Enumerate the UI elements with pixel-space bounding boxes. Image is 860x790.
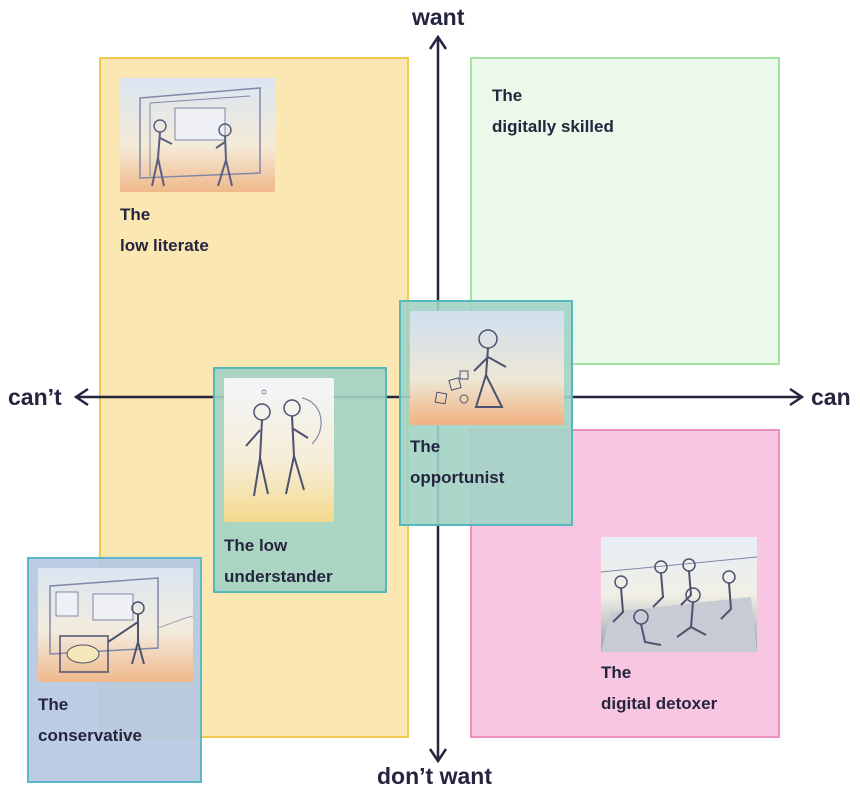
axis-label-cant: can’t [8,384,62,410]
opportunist-box: The opportunist [399,300,573,526]
low-literate-label-line2: low literate [120,236,209,255]
right-arrowhead-icon [789,387,805,407]
digital-detoxer-label-line2: digital detoxer [601,694,718,713]
axis-label-can: can [811,384,851,410]
low-understander-illustration [224,378,334,522]
up-arrowhead-icon [428,34,448,50]
digital-detoxer-illustration [601,537,757,652]
digitally-skilled-label-line1: The [492,86,523,105]
axis-label-want: want [412,4,465,30]
conservative-label: The conservative [38,689,142,751]
conservative-illustration [38,568,193,682]
opportunist-label: The opportunist [410,431,504,493]
digital-detoxer-label: The digital detoxer [601,657,717,719]
conservative-label-line1: The [38,695,69,714]
left-arrowhead-icon [73,387,89,407]
opportunist-label-line2: opportunist [410,468,505,487]
digitally-skilled-label-line2: digitally skilled [492,117,614,136]
low-understander-label: The low understander [224,530,333,592]
low-understander-label-line1: The low [224,536,288,555]
axis-label-dont-want: don’t want [377,763,492,789]
digital-detoxer-label-line1: The [601,663,632,682]
down-arrowhead-icon [428,748,448,764]
low-understander-box: The low understander [213,367,387,593]
digitally-skilled-label: The digitally skilled [492,80,614,142]
opportunist-label-line1: The [410,437,441,456]
low-literate-illustration [120,78,275,192]
low-understander-label-line2: understander [224,567,333,586]
low-literate-label: The low literate [120,199,209,261]
conservative-box: The conservative [27,557,202,783]
opportunist-illustration [410,311,564,425]
low-literate-label-line1: The [120,205,151,224]
conservative-label-line2: conservative [38,726,142,745]
